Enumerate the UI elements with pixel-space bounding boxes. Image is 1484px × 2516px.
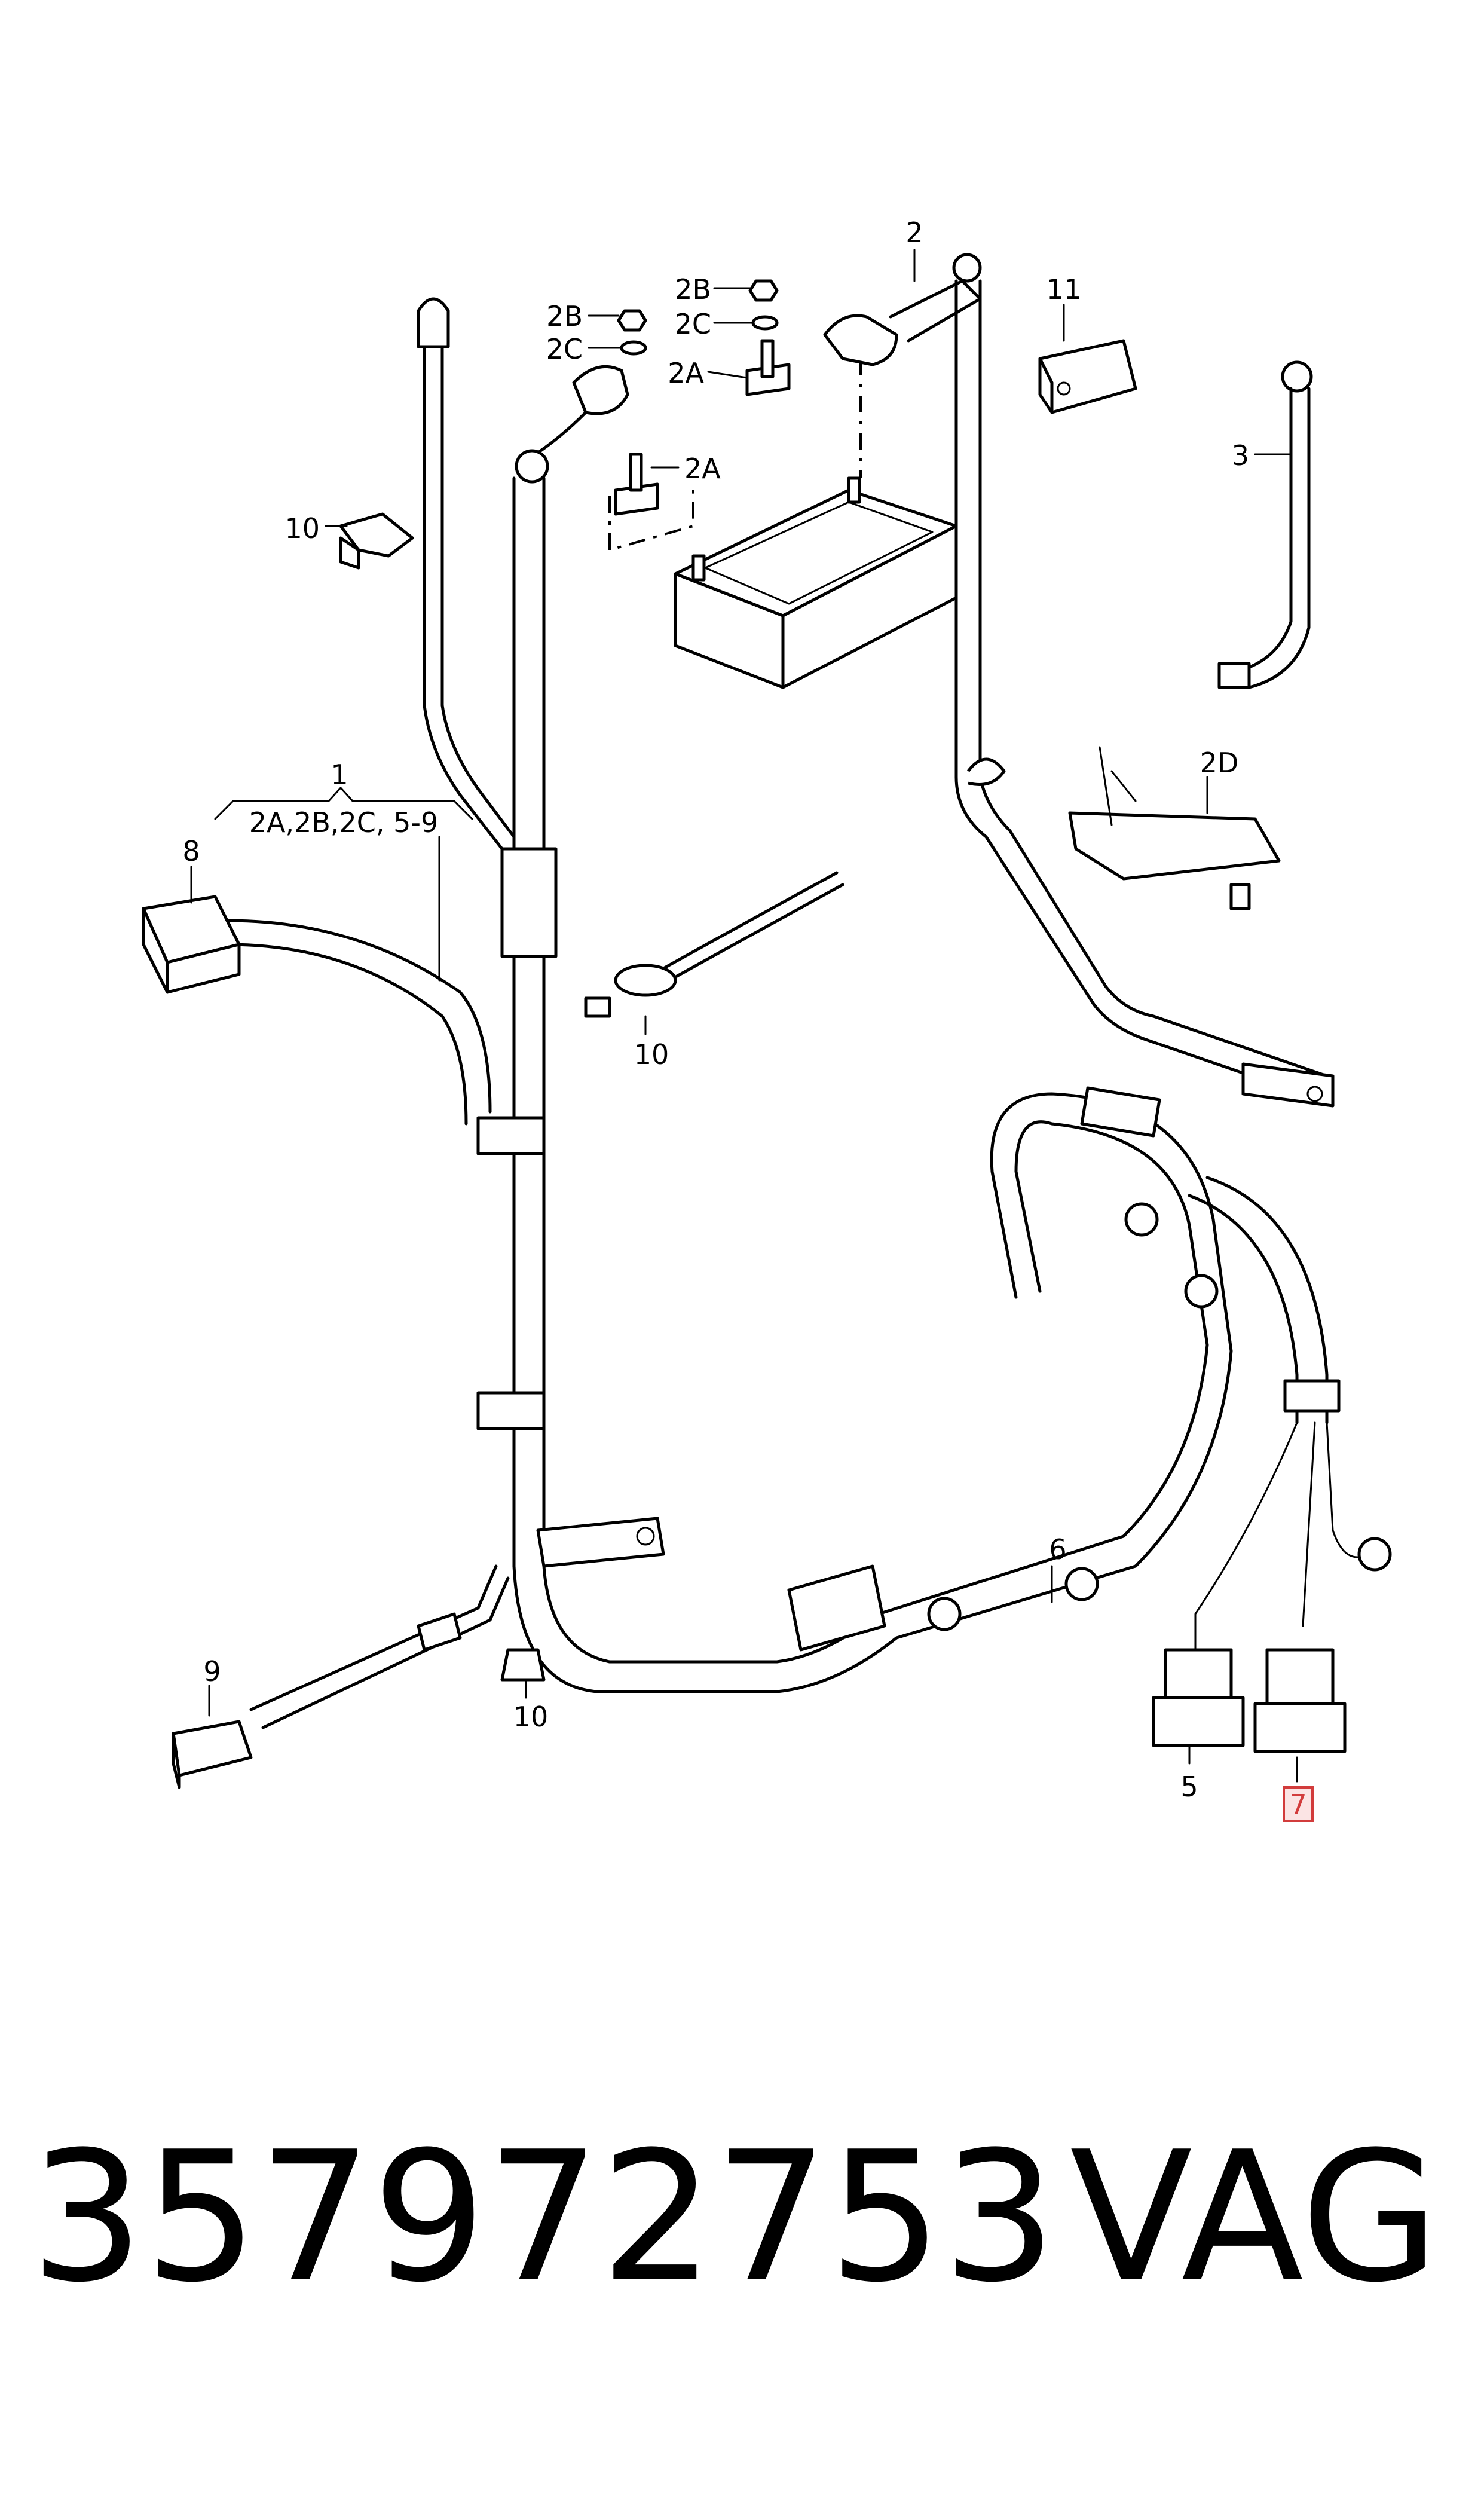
callout-2D: 2D <box>1200 747 1239 779</box>
earth-strap-3 <box>1217 360 1313 689</box>
positive-battery-cable <box>823 253 1335 1108</box>
callout-6: 6 <box>1049 1533 1066 1566</box>
callout-2B-left: 2B <box>546 300 583 332</box>
callout-5: 5 <box>1180 1771 1198 1803</box>
battery <box>674 476 958 689</box>
callout-7: 7 <box>1289 1789 1306 1821</box>
callout-3: 3 <box>1232 439 1249 472</box>
callout-2A-right: 2A <box>668 357 704 389</box>
callout-8: 8 <box>182 835 200 867</box>
main-harness <box>225 297 1137 1729</box>
brand-text: VAG <box>1070 2113 1440 2322</box>
right-harness <box>787 1086 1392 1753</box>
callout-2A-left: 2A <box>684 453 721 485</box>
callout-1-sub: 2A,2B,2C, 5-9 <box>249 806 439 839</box>
callout-7-highlight-box <box>1283 1786 1314 1822</box>
callout-2C-left: 2C <box>546 333 583 365</box>
fasteners <box>614 279 791 516</box>
callout-2C-right: 2C <box>675 308 711 340</box>
clip-10-top <box>339 512 414 570</box>
callout-2: 2 <box>905 216 923 249</box>
part-number-text: 357972753 <box>30 2113 1057 2322</box>
clip-10-bottom <box>500 1648 546 1682</box>
fuse-holder-11 <box>1038 339 1137 414</box>
connector-8 <box>142 895 241 994</box>
callout-9: 9 <box>203 1655 221 1687</box>
callout-2B-right: 2B <box>675 273 711 305</box>
callout-labels: 1 2A,2B,2C, 5-9 2 2B 2C 2A 2B 2C 2A 2D 3… <box>182 216 1314 1822</box>
callout-10-mid: 10 <box>634 1038 669 1071</box>
callout-1: 1 <box>331 759 348 791</box>
connector-9 <box>172 1612 462 1789</box>
bracket-2d <box>1068 746 1281 910</box>
cable-tie-10-mid <box>584 871 844 1018</box>
leader-lines <box>190 249 1298 1783</box>
callout-11: 11 <box>1047 273 1082 305</box>
callout-10-top: 10 <box>284 512 320 545</box>
callout-10-bottom: 10 <box>513 1701 549 1733</box>
